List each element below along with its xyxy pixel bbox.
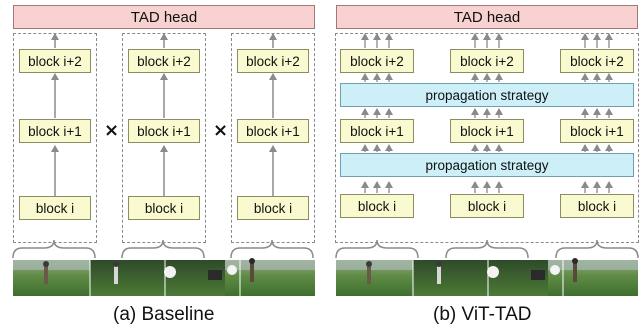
vit-tad-braces: [335, 239, 639, 259]
baseline-col3-block-bottom: block i: [237, 196, 309, 220]
vit-tad-caption: (b) ViT-TAD: [433, 304, 532, 325]
vit-tad-col1-block-top: block i+2: [340, 49, 414, 73]
vit-tad-col3-block-mid: block i+1: [560, 119, 634, 143]
baseline-col3-block-top: block i+2: [237, 49, 309, 73]
baseline-tad-head: TAD head: [13, 5, 315, 29]
baseline-braces: [12, 239, 314, 259]
propagation-strategy-upper: propagation strategy: [340, 83, 634, 107]
vit-tad-col2-block-bottom: block i: [450, 194, 524, 218]
baseline-col1-block-bottom: block i: [19, 196, 91, 220]
vit-tad-video-frames: [336, 258, 638, 296]
no-interaction-cross-2: ×: [213, 120, 229, 141]
vit-tad-arrows: [361, 33, 613, 193]
vit-tad-col2-block-top: block i+2: [450, 49, 524, 73]
propagation-strategy-lower: propagation strategy: [340, 153, 634, 177]
vit-tad-col2-block-mid: block i+1: [450, 119, 524, 143]
vit-tad-frame: [335, 33, 639, 243]
vit-tad-col3-block-bottom: block i: [560, 194, 634, 218]
baseline-col2-block-mid: block i+1: [128, 119, 200, 143]
vit-tad-col1-block-mid: block i+1: [340, 119, 414, 143]
baseline-col2-block-top: block i+2: [128, 49, 200, 73]
baseline-column-2-frame: [122, 33, 206, 243]
vit-tad-tad-head: TAD head: [336, 5, 638, 29]
baseline-column-3-frame: [231, 33, 315, 243]
baseline-video-frames: [13, 258, 315, 296]
baseline-col1-block-top: block i+2: [19, 49, 91, 73]
baseline-column-1-frame: [13, 33, 97, 243]
no-interaction-cross-1: ×: [104, 120, 120, 141]
baseline-col2-block-bottom: block i: [128, 196, 200, 220]
baseline-caption: (a) Baseline: [113, 304, 215, 325]
vit-tad-col3-block-top: block i+2: [560, 49, 634, 73]
baseline-col3-block-mid: block i+1: [237, 119, 309, 143]
baseline-arrows: [51, 33, 277, 196]
baseline-col1-block-mid: block i+1: [19, 119, 91, 143]
vit-tad-col1-block-bottom: block i: [340, 194, 414, 218]
